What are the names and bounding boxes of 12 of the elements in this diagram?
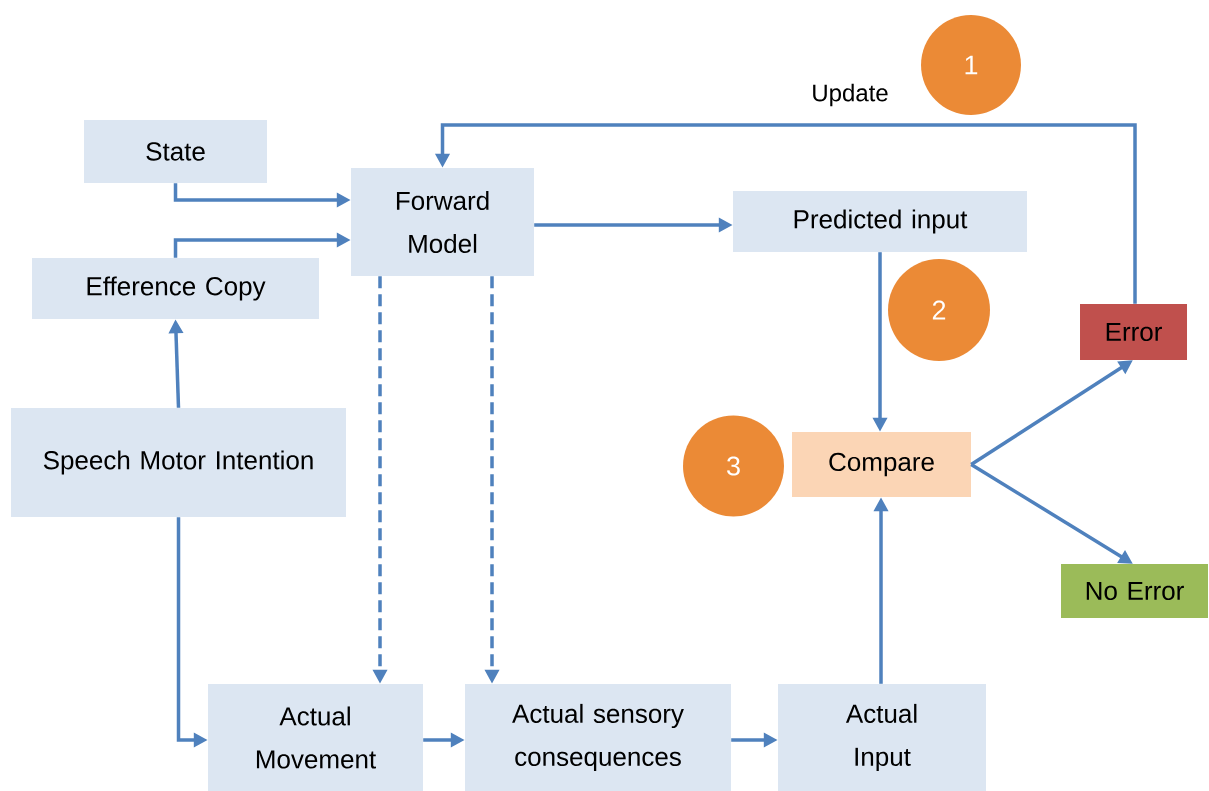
process-box: State (84, 120, 267, 183)
compare-box: Compare (792, 432, 971, 497)
edge-label: Update (809, 81, 891, 109)
process-box: Predicted input (733, 191, 1027, 252)
process-box: Actual Input (778, 684, 986, 791)
process-box: Forward Model (351, 168, 534, 276)
process-box: Actual sensory consequences (465, 684, 731, 791)
error-box: Error (1080, 304, 1187, 360)
process-box: Speech Motor Intention (11, 408, 346, 517)
process-box: Efference Copy (32, 258, 319, 319)
process-box: Actual Movement (208, 684, 423, 791)
no-error-box: No Error (1061, 564, 1208, 618)
